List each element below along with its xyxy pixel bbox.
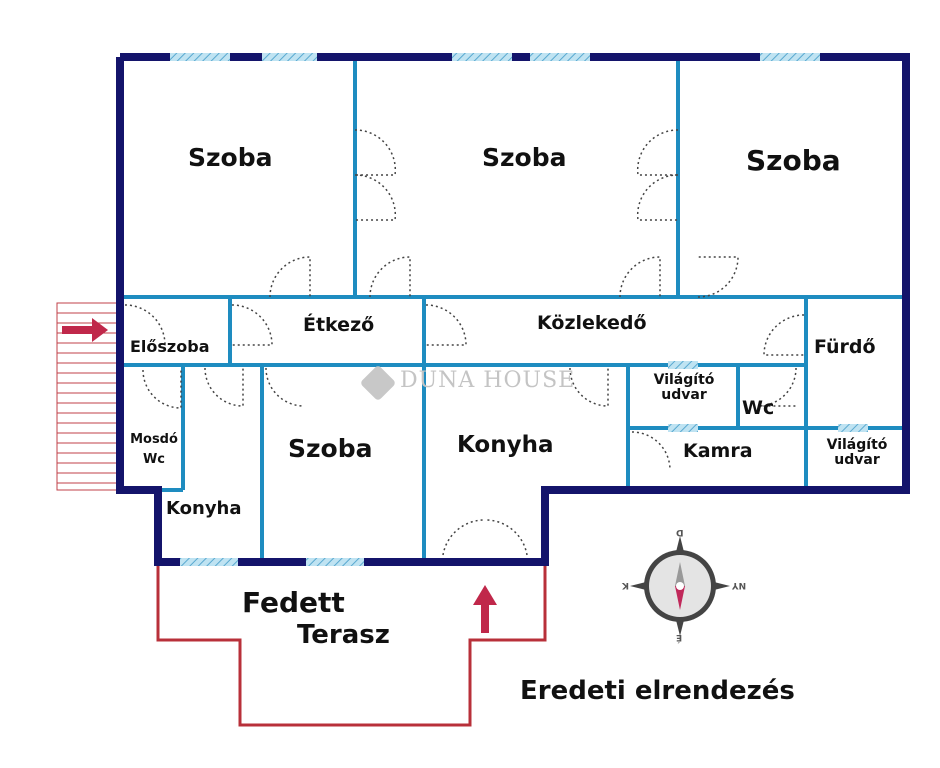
terrace-label-fedett: Fedett	[242, 586, 345, 619]
compass-label-south: É	[676, 632, 683, 642]
room-label-szoba: Szoba	[188, 143, 273, 172]
watermark: DUNA HOUSE	[400, 368, 576, 393]
room-label-mosdo-wc: Mosdó Wc	[130, 432, 178, 467]
duna-house-logo	[361, 366, 395, 400]
room-label-vilagito-udvar: Világító udvar	[826, 437, 888, 468]
terrace-label-terasz: Terasz	[297, 620, 390, 650]
compass-icon	[630, 536, 730, 636]
doors	[124, 129, 805, 556]
room-label-szoba: Szoba	[482, 143, 567, 172]
room-label-kamra: Kamra	[683, 440, 753, 462]
windows	[170, 53, 868, 566]
stairs	[56, 302, 121, 491]
room-label-etkezo: Étkező	[303, 314, 375, 336]
plan-caption: Eredeti elrendezés	[520, 676, 795, 706]
terrace-arrow	[473, 585, 497, 633]
room-label-eloszoba: Előszoba	[130, 337, 210, 356]
room-label-vilagito-udvar: Világító udvar	[653, 372, 715, 403]
room-label-kozlekedo: Közlekedő	[537, 312, 647, 334]
room-label-szoba: Szoba	[288, 434, 373, 463]
room-label-konyha: Konyha	[166, 498, 242, 519]
room-label-konyha: Konyha	[457, 432, 554, 458]
compass-label-west: K	[622, 580, 629, 590]
room-label-wc: Wc	[742, 397, 775, 419]
room-label-szoba: Szoba	[746, 144, 841, 177]
outer-walls	[116, 53, 910, 566]
entrance-arrow	[62, 318, 108, 342]
compass-label-north: D	[676, 527, 684, 537]
terrace-outline	[156, 565, 547, 727]
room-label-furdo: Fürdő	[814, 336, 876, 358]
compass-label-east: NY	[732, 580, 747, 590]
